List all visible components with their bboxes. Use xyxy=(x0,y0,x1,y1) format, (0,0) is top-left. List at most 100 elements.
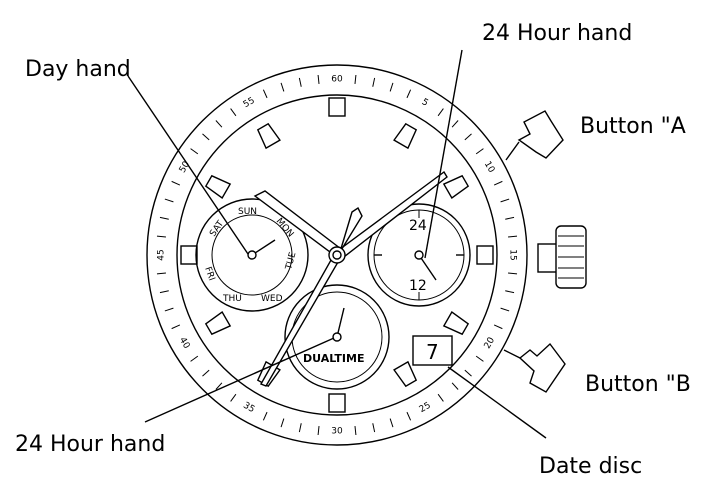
bezel-tick xyxy=(464,133,472,141)
bezel-number: 55 xyxy=(242,96,257,110)
bezel-tick xyxy=(372,77,376,87)
bezel-number: 10 xyxy=(482,160,497,175)
bezel-tick xyxy=(475,355,484,362)
hour24-top-numeral: 24 xyxy=(409,218,427,234)
bezel-tick xyxy=(500,198,510,203)
bezel-tick xyxy=(372,423,376,433)
bezel-tick xyxy=(164,198,174,203)
bezel-tick xyxy=(451,120,459,128)
bezel-tick xyxy=(505,216,515,220)
hour-marker xyxy=(256,122,281,150)
bezel-tick xyxy=(202,133,210,141)
bezel-tick xyxy=(406,89,412,99)
bezel-number: 15 xyxy=(508,249,518,260)
bezel-tick xyxy=(171,180,181,186)
day-tue: TUE xyxy=(284,251,299,272)
label-24-hour-hand-bottom: 24 Hour hand xyxy=(15,432,165,457)
day-wed: WED xyxy=(261,294,283,304)
bezel-tick xyxy=(389,418,394,428)
bezel-tick xyxy=(202,369,210,377)
bezel-tick xyxy=(317,74,320,84)
crown xyxy=(537,225,587,289)
hour-marker xyxy=(393,122,418,150)
label-24-hour-hand-top: 24 Hour hand xyxy=(482,21,632,46)
bezel-number: 40 xyxy=(177,336,192,351)
bezel-tick xyxy=(280,418,285,428)
bezel-tick xyxy=(317,426,320,436)
bezel-tick xyxy=(451,382,459,390)
bezel-tick xyxy=(437,393,444,402)
bezel-number: 45 xyxy=(157,249,167,260)
bezel-tick xyxy=(164,307,174,312)
hour24-subdial-hand xyxy=(418,254,437,281)
day-sat: SAT xyxy=(208,219,226,239)
bezel-tick xyxy=(508,272,518,275)
dualtime-hand xyxy=(336,307,345,338)
bezel-tick xyxy=(159,290,169,294)
bezel-tick xyxy=(508,235,518,238)
hour-marker xyxy=(328,393,346,413)
main-hands xyxy=(253,170,448,387)
bezel-ticks xyxy=(156,74,518,436)
bezel-tick xyxy=(389,82,394,92)
bezel-tick xyxy=(298,77,302,87)
bezel-number: 30 xyxy=(331,427,343,437)
bezel-tick xyxy=(230,393,237,402)
hour-hand xyxy=(253,190,347,259)
hour-marker xyxy=(204,311,232,336)
bezel-number: 35 xyxy=(241,401,256,415)
bezel-number: 25 xyxy=(418,401,433,415)
bezel-tick xyxy=(437,108,444,117)
bezel-tick xyxy=(464,369,472,377)
hour24-bottom-numeral: 12 xyxy=(409,278,427,294)
date-value: 7 xyxy=(426,340,439,364)
bezel-tick xyxy=(215,120,223,128)
day-thu: THU xyxy=(222,294,242,304)
hour-marker xyxy=(442,174,470,199)
dualtime-subdial: DUALTIME xyxy=(284,284,390,390)
bezel-number: 5 xyxy=(420,97,430,109)
day-sun: SUN xyxy=(238,207,257,217)
dial-edge xyxy=(176,94,498,416)
button-a xyxy=(505,110,564,161)
bezel-tick xyxy=(262,411,268,421)
hour24-subdial: 24 12 xyxy=(367,203,471,307)
bezel-tick xyxy=(475,148,484,155)
bezel-number: 60 xyxy=(331,75,343,85)
hour-markers xyxy=(180,97,494,413)
bezel-tick xyxy=(500,307,510,312)
bezel-tick xyxy=(156,272,166,275)
label-button-a: Button "A xyxy=(580,114,686,139)
bezel-tick xyxy=(493,180,503,186)
dualtime-label: DUALTIME xyxy=(303,352,364,365)
hour-marker xyxy=(442,311,470,336)
button-b xyxy=(503,342,566,393)
bezel-outer-ring xyxy=(146,64,528,446)
seconds-hand xyxy=(330,170,448,261)
bezel-tick xyxy=(493,324,503,330)
bezel-tick xyxy=(159,216,169,220)
bezel-tick xyxy=(171,324,181,330)
label-date-disc: Date disc xyxy=(539,454,642,479)
leader-lines xyxy=(127,49,547,439)
bezel-tick xyxy=(354,426,357,436)
bezel-tick xyxy=(190,148,199,155)
bezel-tick xyxy=(215,382,223,390)
hour-marker xyxy=(328,97,346,117)
label-day-hand: Day hand xyxy=(25,57,131,82)
date-window: 7 xyxy=(412,335,453,366)
bezel-tick xyxy=(190,355,199,362)
bezel-number: 20 xyxy=(483,336,498,351)
bezel-tick xyxy=(406,411,412,421)
bezel-tick xyxy=(505,290,515,294)
bezel-tick xyxy=(354,74,357,84)
hour-marker xyxy=(180,245,198,265)
bezel-tick xyxy=(262,89,268,99)
hour-marker xyxy=(393,360,418,388)
bezel-tick xyxy=(280,82,285,92)
bezel-tick xyxy=(156,235,166,238)
bezel-tick xyxy=(230,108,237,117)
day-fri: FRI xyxy=(202,266,216,283)
